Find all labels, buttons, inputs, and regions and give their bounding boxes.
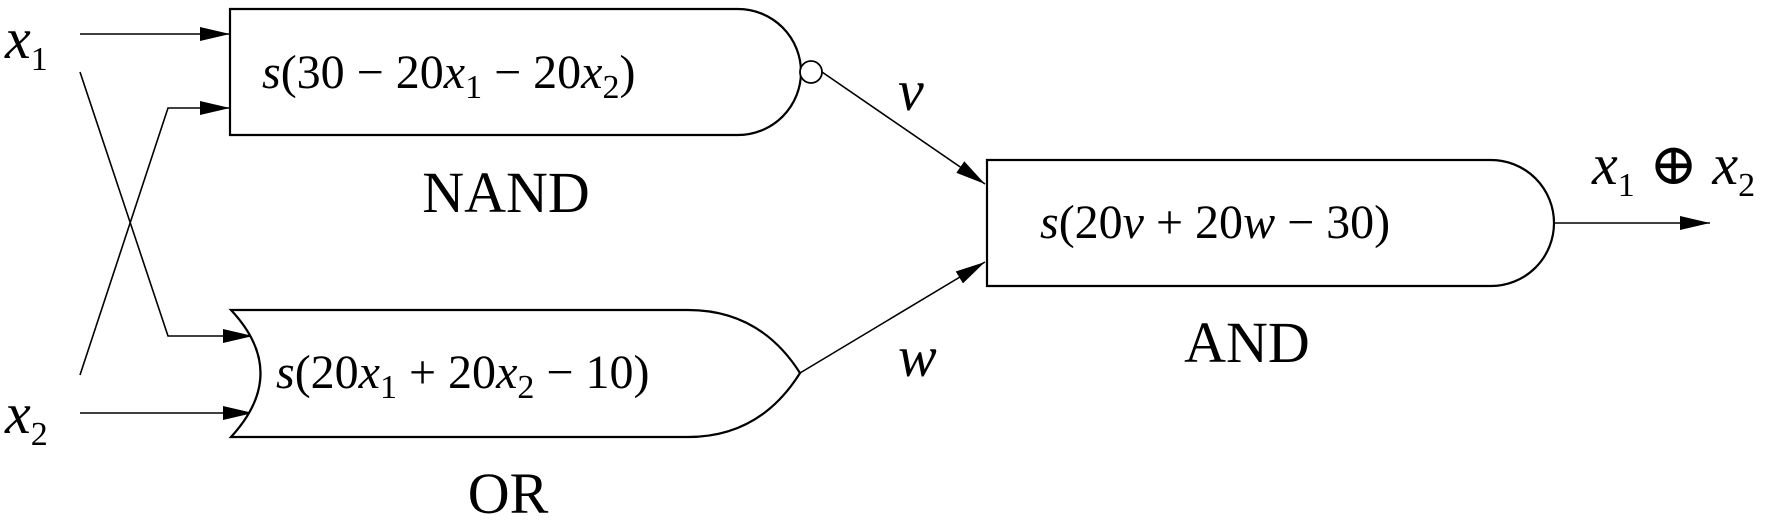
or-type-label: OR [468, 461, 549, 520]
and-expression: s(20v + 20w − 30) [1040, 196, 1390, 249]
or-gate-body [228, 308, 802, 439]
wire-x1-to-or [79, 71, 253, 343]
signal-w-label: w [898, 324, 937, 389]
and-type-label: AND [1184, 310, 1310, 375]
output-label: x1 ⊕ x2 [1591, 132, 1755, 204]
or-expression: s(20x1 + 20x2 − 10) [276, 346, 649, 406]
signal-v-label: v [898, 58, 924, 123]
and-gate-body [985, 158, 1556, 288]
input-x1-label: x1 [4, 6, 48, 78]
wire-v-to-and [821, 71, 986, 185]
nand-inversion-bubble [799, 60, 823, 84]
wire-w-to-and [799, 261, 986, 374]
nand-type-label: NAND [422, 160, 590, 225]
nand-expression: s(30 − 20x1 − 20x2) [262, 46, 635, 106]
input-x2-label: x2 [4, 381, 48, 453]
wire-x2-to-nand [79, 101, 230, 376]
